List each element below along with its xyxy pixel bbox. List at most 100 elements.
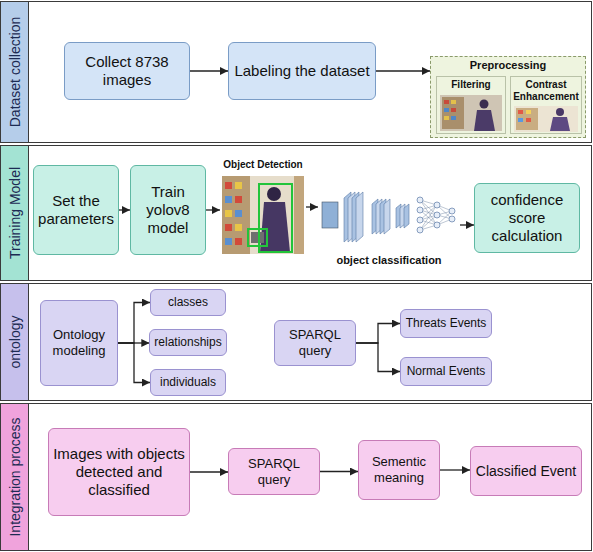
arrow-connector xyxy=(356,324,400,344)
panel-heading: Preprocessing xyxy=(431,57,585,71)
figure-caption: object classification xyxy=(336,254,441,268)
cnn-figure-part-part xyxy=(420,215,437,230)
cnn-figure-part xyxy=(322,202,338,228)
detection-photo-part xyxy=(235,196,242,203)
filtering-photo-part xyxy=(444,116,449,120)
box-label: individuals xyxy=(160,375,216,389)
contrast-photo-part xyxy=(526,118,531,122)
cnn-figure-part xyxy=(417,217,423,223)
contrast-photo-part xyxy=(556,108,564,116)
process-box: Labeling the dataset xyxy=(228,42,376,100)
illustration-panel: Object Detection xyxy=(220,158,306,256)
filtering-photo-part xyxy=(444,108,449,112)
band-title: Training Model xyxy=(7,167,23,259)
process-box: Classified Event xyxy=(470,446,582,496)
thumbnail-caption: Contrast Enhancement xyxy=(511,77,581,102)
cnn-figure-part xyxy=(417,207,423,213)
filtering-photo-part xyxy=(451,116,456,120)
detection-photo-part xyxy=(222,176,304,254)
detection-photo xyxy=(222,176,304,254)
swimlane-band: Training Model Set the parameters Train yo… xyxy=(0,145,592,281)
detection-photo-part xyxy=(267,187,281,201)
box-label: Classified Event xyxy=(476,463,576,480)
box-label: SPARQL query xyxy=(279,327,351,358)
process-box: Collect 8738 images xyxy=(64,42,190,100)
process-box: Ontology modeling xyxy=(40,300,118,386)
arrow-connector xyxy=(440,469,470,470)
cnn-figure xyxy=(322,192,455,242)
cnn-figure-part xyxy=(434,222,440,228)
detection-photo-part xyxy=(235,238,242,245)
box-label: Normal Events xyxy=(407,364,486,378)
image-thumbnail: Filtering xyxy=(436,76,506,134)
detection-photo-part xyxy=(225,182,232,189)
process-box: SPARQL query xyxy=(228,448,320,495)
cnn-figure-part xyxy=(384,199,390,234)
filtering-photo-part xyxy=(442,97,464,129)
box-label: classes xyxy=(168,295,208,309)
detection-photo-part xyxy=(225,224,232,231)
process-box: Train yolov8 model xyxy=(130,165,206,255)
detection-photo-part xyxy=(251,232,264,243)
cnn-figure-part xyxy=(404,204,409,228)
filtering-photo-part xyxy=(440,95,502,131)
process-box: relationships xyxy=(149,329,226,356)
filtering-photo-part xyxy=(444,100,449,104)
illustration-panel: object classification xyxy=(318,182,460,268)
arrow-connector xyxy=(320,471,358,472)
arrow-connector xyxy=(119,209,130,210)
panel-ground xyxy=(430,56,586,138)
contrast-photo-part xyxy=(526,110,531,114)
swimlane-band: Integration processImages with objects d… xyxy=(0,403,592,551)
arrow-connector xyxy=(118,303,150,344)
box-label: Train yolov8 model xyxy=(135,183,201,237)
cnn-figure-part xyxy=(449,208,455,214)
box-label: Set the parameters xyxy=(38,192,114,228)
cnn-figure-part xyxy=(356,192,363,242)
detection-photo-part xyxy=(235,210,242,217)
swimlane-band: Dataset collectionCollect 8738 imagesLab… xyxy=(0,1,592,143)
figure-caption: Object Detection xyxy=(223,158,302,170)
swimlane-band: ontologyOntology modelingclassesrelation… xyxy=(0,283,592,401)
arrow-connector xyxy=(206,209,220,210)
thumbnail-caption: Filtering xyxy=(437,77,505,91)
arrow-connector xyxy=(460,224,474,225)
contrast-photo-part xyxy=(514,106,578,132)
detection-photo-part xyxy=(225,196,232,203)
box-label: Sementic meaning xyxy=(363,454,435,485)
cnn-figure-part xyxy=(434,212,440,218)
contrast-photo-part xyxy=(518,118,523,122)
image-thumbnail: Contrast Enhancement xyxy=(510,76,582,134)
filtering-photo-part xyxy=(451,108,456,112)
detection-photo-part xyxy=(222,176,250,254)
box-label: Collect 8738 images xyxy=(69,53,185,89)
detection-photo-part xyxy=(225,210,232,217)
process-box: Images with objects detected and classif… xyxy=(48,428,190,516)
box-label: Threats Events xyxy=(406,316,487,330)
arrow-connector xyxy=(190,471,228,472)
process-box: individuals xyxy=(150,369,226,396)
detection-photo-part xyxy=(235,224,242,231)
box-label: SPARQL query xyxy=(233,456,315,487)
contrast-photo-part xyxy=(516,108,538,130)
box-label: confidence score calculation xyxy=(479,191,575,245)
arrow-connector xyxy=(118,343,150,383)
filtering-photo xyxy=(440,95,502,131)
box-label: Labeling the dataset xyxy=(234,62,369,80)
preprocessing-panel: PreprocessingFiltering Contrast Enhanceme… xyxy=(430,56,586,138)
arrow-connector xyxy=(190,70,228,71)
cnn-figure-part xyxy=(449,216,455,222)
detection-photo-part xyxy=(248,229,267,246)
contrast-photo-part xyxy=(518,110,523,114)
detection-photo-part xyxy=(235,182,242,189)
process-box: SPARQL query xyxy=(274,320,356,366)
filtering-photo-part xyxy=(474,110,495,131)
process-box: Sementic meaning xyxy=(358,440,440,500)
filtering-photo-part xyxy=(451,100,456,104)
process-box: Set the parameters xyxy=(33,165,119,255)
process-box: Normal Events xyxy=(400,357,492,386)
box-label: Images with objects detected and classif… xyxy=(53,445,185,499)
box-label: Ontology modeling xyxy=(45,327,113,358)
